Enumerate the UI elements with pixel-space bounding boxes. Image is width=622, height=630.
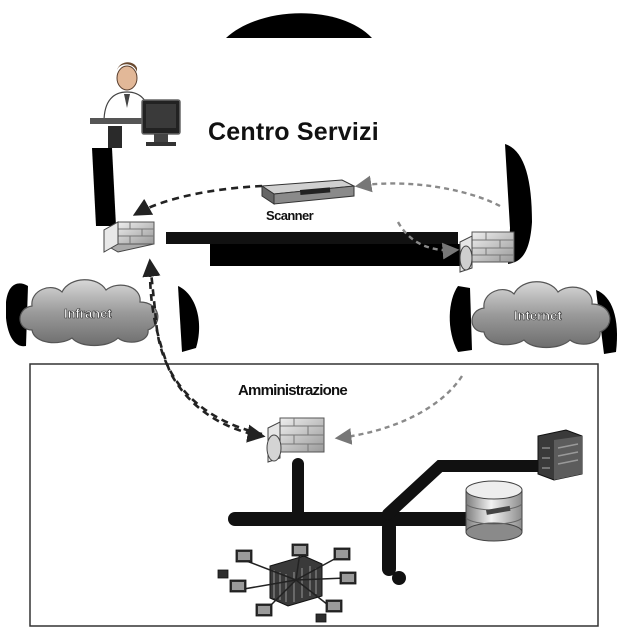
- workstations-cluster-icon: [217, 543, 357, 623]
- operator-workstation-icon: [90, 62, 181, 148]
- firewall-intranet-icon: [103, 221, 155, 253]
- amministrazione-network-pipes: [228, 458, 554, 585]
- scanner-icon: [260, 179, 356, 205]
- database-icon: [465, 480, 523, 542]
- internet-cloud: [471, 281, 611, 349]
- amministrazione-box: [29, 363, 599, 627]
- firewall-internet-icon: [459, 231, 515, 273]
- internet-label: Internet: [514, 308, 562, 323]
- data-flow-arrows: [132, 175, 501, 445]
- centro-servizi-backbone: [166, 232, 460, 266]
- intranet-cloud: [19, 279, 159, 347]
- firewall-amministrazione-icon: [266, 417, 325, 463]
- server-icon: [537, 429, 583, 481]
- centro-servizi-title: Centro Servizi: [208, 118, 379, 146]
- amministrazione-label: Amministrazione: [238, 382, 348, 399]
- scanner-label: Scanner: [266, 208, 314, 223]
- intranet-label: Infranet: [64, 306, 112, 321]
